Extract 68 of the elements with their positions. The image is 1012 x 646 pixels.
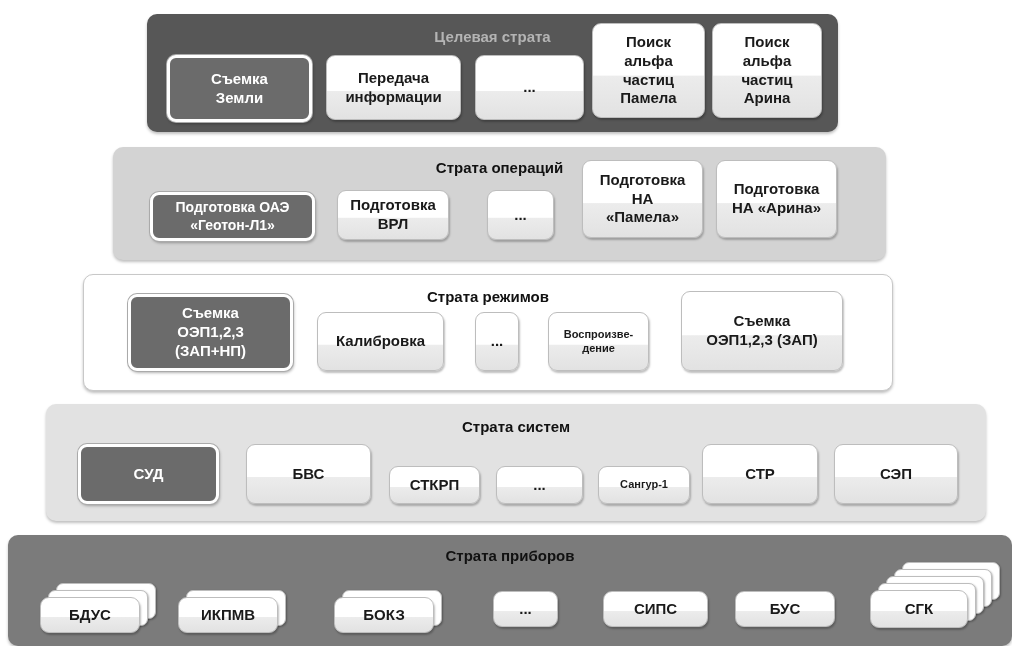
layer-title: Страта режимов [427,288,549,305]
element-box [337,190,449,240]
element-label: БВС [292,464,325,484]
element-box [78,444,219,504]
element-label: Подготовка ВРЛ [349,196,437,234]
element-box [475,55,584,120]
element-box [493,591,558,627]
element-label: ... [519,599,532,619]
element-label: ... [533,475,546,495]
layer-panel [113,147,886,260]
element-label: Съемка ОЭП1,2,3 (ЗАП+НП) [173,304,248,361]
layer-title: Страта операций [435,159,564,176]
element-label: Поиск альфа частиц Арина [740,33,794,108]
element-box [716,160,837,238]
element-box [834,444,958,504]
element-box [317,312,444,371]
element-box [178,597,278,633]
element-label: Калибровка [335,332,426,351]
element-box [681,291,843,371]
element-label: Съемка ОЭП1,2,3 (ЗАП) [705,312,819,350]
element-label: СТР [745,464,775,484]
element-label: БОКЗ [363,605,405,625]
element-box [40,597,140,633]
element-label: СИПС [633,599,678,619]
element-label: ... [514,205,527,225]
element-box [598,466,690,504]
element-label: БУС [769,599,801,619]
element-box [475,312,519,371]
element-box [389,466,480,504]
layer-panel [83,274,893,391]
element-label: Поиск альфа частиц Памела [619,33,678,108]
element-box [603,591,708,627]
element-label: СУД [133,464,164,484]
element-label: СТКРП [409,475,460,495]
element-box [548,312,649,371]
element-box [712,23,822,118]
element-label: Передача информации [344,68,443,107]
element-box [326,55,461,120]
element-box [735,591,835,627]
element-box [870,590,968,628]
layer-title: Целевая страта [434,28,551,45]
element-box [487,190,554,240]
element-label: БДУС [69,605,111,625]
element-label: ... [523,78,536,97]
element-box [582,160,703,238]
element-label: ... [490,332,504,351]
element-box [496,466,583,504]
layer-title: Страта систем [462,418,570,435]
element-label: СГК [904,599,934,619]
element-label: СЭП [879,464,913,484]
element-label: Подготовка ОАЭ «Геотон-Л1» [174,199,291,234]
layer-panel [46,404,986,521]
element-label: Подготовка НА «Памела» [598,170,687,228]
layer-panel [147,14,838,132]
element-box [150,192,315,241]
element-box [167,55,312,122]
element-label: Сангур-1 [620,478,668,492]
element-box [702,444,818,504]
element-box [128,294,293,371]
element-box [592,23,705,118]
layer-panel [8,535,1012,646]
element-label: Воспроизве-дение [562,327,635,356]
element-label: Подготовка НА «Арина» [731,180,822,218]
element-label: ИКПМВ [200,605,255,625]
layer-title: Страта приборов [445,547,575,564]
element-box [334,597,434,633]
element-box [246,444,371,504]
element-label: Съемка Земли [210,69,269,108]
